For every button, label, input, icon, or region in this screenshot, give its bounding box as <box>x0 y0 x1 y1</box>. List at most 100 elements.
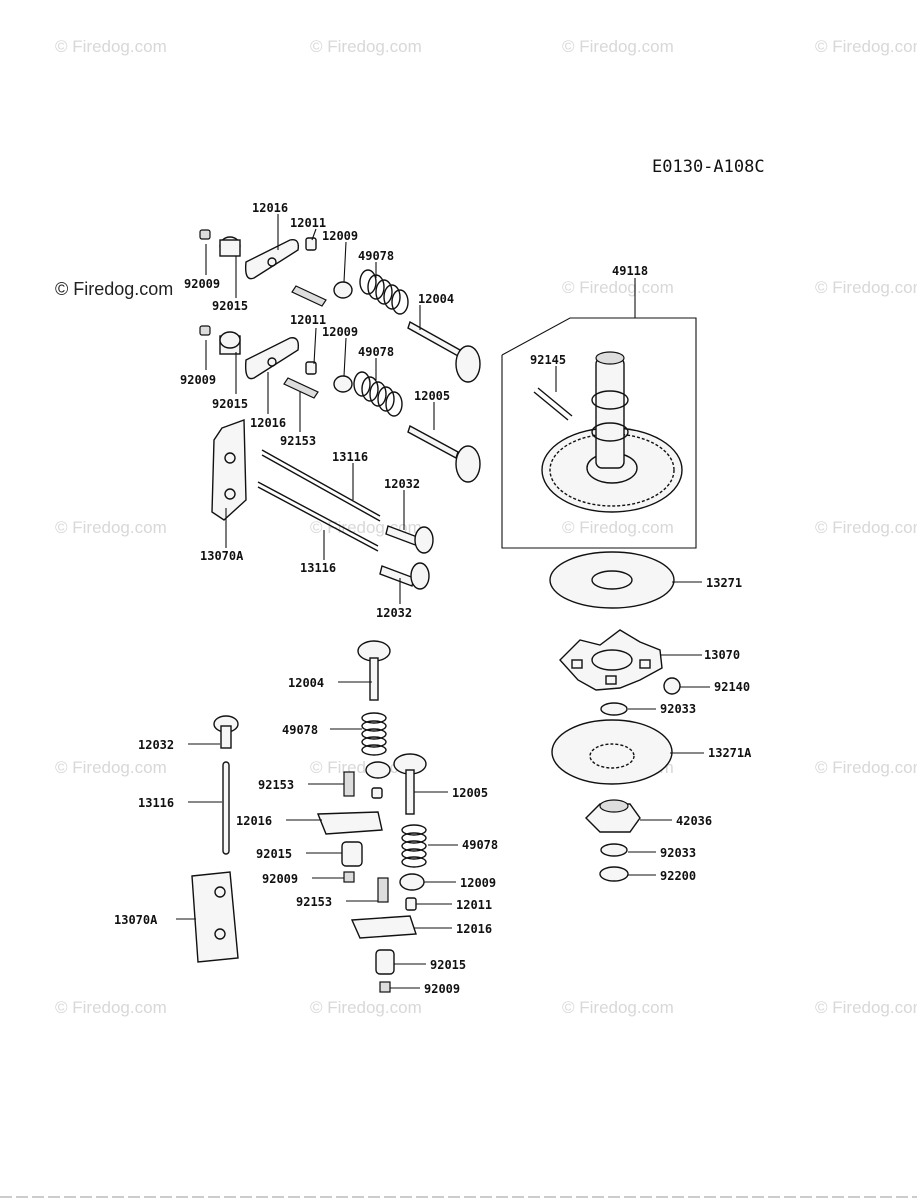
part-12005-head <box>455 445 481 483</box>
part-label: 92009 <box>424 982 460 996</box>
part-12005-lower-stem <box>405 769 415 815</box>
part-13070a-lower <box>191 871 239 963</box>
part-label: 13070A <box>200 549 244 563</box>
part-label: 12005 <box>414 389 450 403</box>
part-13116-upper-a <box>261 449 381 517</box>
part-49078-lower-right <box>401 824 427 868</box>
part-label: 92009 <box>184 277 220 291</box>
watermark: © Firedog.com <box>55 998 167 1017</box>
part-label: 92015 <box>256 847 292 861</box>
upper-rocker-assembly <box>199 229 481 383</box>
part-label: 12011 <box>290 313 326 327</box>
watermark: © Firedog.com <box>815 518 917 537</box>
watermark: © Firedog.com <box>562 518 674 537</box>
part-92015-body <box>219 239 241 257</box>
part-92033-lower <box>600 843 628 857</box>
part-13116-upper-b <box>257 481 379 547</box>
part-label: 49078 <box>282 723 318 737</box>
part-label: 49118 <box>612 264 648 278</box>
part-label: 12016 <box>252 201 288 215</box>
part-92153-lower-a <box>343 771 355 797</box>
part-12011 <box>305 361 317 375</box>
part-label: 12009 <box>322 325 358 339</box>
part-label: 42036 <box>676 814 712 828</box>
part-label: 13116 <box>332 450 368 464</box>
part-12009 <box>333 281 353 299</box>
lower-rocker-assembly <box>199 325 481 483</box>
watermark: © Firedog.com <box>55 37 167 56</box>
part-label: 92153 <box>258 778 294 792</box>
part-13116-lower <box>222 761 230 855</box>
watermark: © Firedog.com <box>815 758 917 777</box>
part-12016 <box>244 239 300 280</box>
part-label: 12009 <box>460 876 496 890</box>
part-label: 92015 <box>430 958 466 972</box>
part-labels: 12016 12011 12009 49078 92009 92015 1200… <box>114 201 752 996</box>
part-12004-head <box>455 345 481 383</box>
part-label: 12016 <box>250 416 286 430</box>
part-13271a <box>551 719 673 785</box>
diagram-code: E0130-A108C <box>652 157 765 177</box>
part-label: 92145 <box>530 353 566 367</box>
part-label: 12005 <box>452 786 488 800</box>
part-12016-hole <box>267 257 277 267</box>
part-92015-lower-a <box>341 841 363 867</box>
watermark: © Firedog.com <box>55 518 167 537</box>
part-label: 92140 <box>714 680 750 694</box>
part-label: 12016 <box>456 922 492 936</box>
part-label: 12004 <box>418 292 454 306</box>
part-12032-upper-b <box>379 565 415 587</box>
part-92153 <box>283 377 319 399</box>
part-label: 92153 <box>296 895 332 909</box>
part-label: 13271A <box>708 746 752 760</box>
part-label: 12032 <box>384 477 420 491</box>
part-92033-upper <box>600 702 628 716</box>
part-92009-lower-a <box>343 871 355 883</box>
part-label: 49078 <box>358 249 394 263</box>
part-13271 <box>549 551 675 609</box>
watermark: © Firedog.com <box>815 37 917 56</box>
part-92140 <box>663 677 681 695</box>
part-12016-lower-b <box>350 915 417 939</box>
part-label: 92200 <box>660 869 696 883</box>
part-92200 <box>599 866 629 882</box>
part-label: 13116 <box>300 561 336 575</box>
part-92015-top <box>219 331 241 349</box>
part-12009-lower-a <box>365 761 391 779</box>
part-label: 49078 <box>358 345 394 359</box>
watermark: © Firedog.com <box>55 279 173 299</box>
part-12016-hole <box>267 357 277 367</box>
watermark: © Firedog.com <box>562 278 674 297</box>
part-12011-lower-b <box>405 897 417 911</box>
watermark: © Firedog.com <box>562 998 674 1017</box>
part-49118-shaft <box>595 357 625 469</box>
watermark: © Firedog.com <box>815 998 917 1017</box>
part-label: 12032 <box>376 606 412 620</box>
part-12004-stem <box>407 320 461 358</box>
part-label: 12009 <box>322 229 358 243</box>
part-13070 <box>559 629 663 691</box>
part-12009-lower-b <box>399 873 425 891</box>
watermark-layer: © Firedog.com © Firedog.com © Firedog.co… <box>55 37 917 1017</box>
part-12011-lower-a <box>371 787 383 799</box>
part-label: 13116 <box>138 796 174 810</box>
part-92009 <box>199 325 211 336</box>
part-label: 92033 <box>660 702 696 716</box>
part-12011 <box>305 237 317 251</box>
watermark: © Firedog.com <box>310 998 422 1017</box>
camshaft-group-box <box>501 317 697 549</box>
part-12009 <box>333 375 353 393</box>
part-12032-lower-stem <box>220 725 232 749</box>
part-label: 13070A <box>114 913 158 927</box>
part-49078-spring <box>353 371 403 417</box>
part-12016-lower-a <box>316 811 383 835</box>
part-label: 92009 <box>180 373 216 387</box>
part-92153-lower-b <box>377 877 389 903</box>
part-label: 12004 <box>288 676 324 690</box>
bottom-dashed-border <box>0 1196 917 1198</box>
watermark: © Firedog.com <box>310 37 422 56</box>
part-label: 12016 <box>236 814 272 828</box>
part-92153 <box>291 285 327 307</box>
watermark: © Firedog.com <box>815 278 917 297</box>
